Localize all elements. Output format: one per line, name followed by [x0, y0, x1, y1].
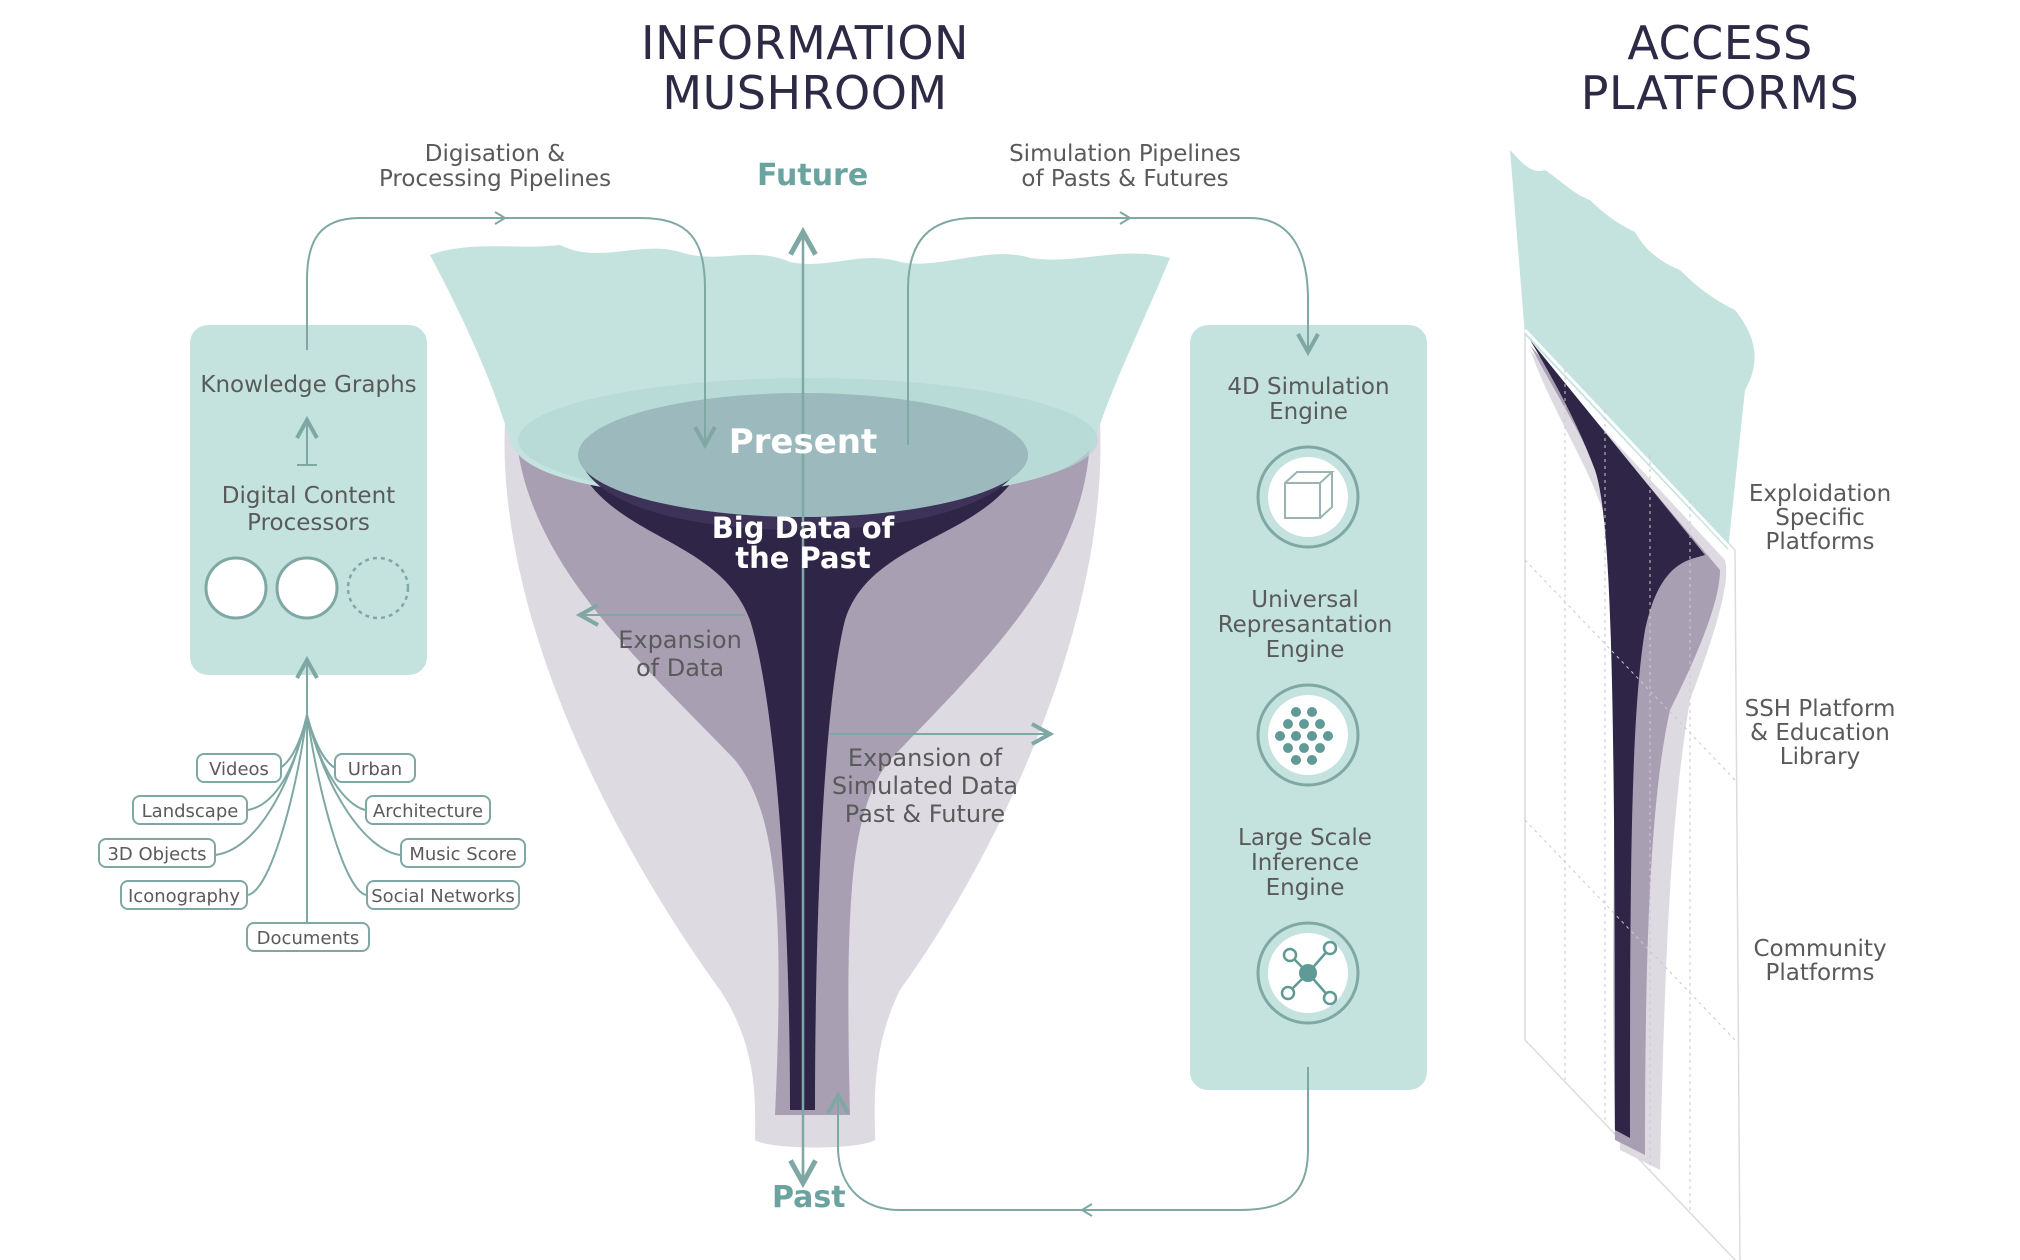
engine-4d-simulation-label: 4D Simulation Engine: [1190, 375, 1427, 425]
engine-inference-line2: Inference: [1250, 850, 1360, 876]
past-label: Past: [772, 1180, 846, 1215]
platform-community-line2: Platforms: [1765, 960, 1875, 986]
engine-universal-line2: Represantation: [1217, 612, 1393, 638]
source-tag-architecture: Architecture: [365, 795, 491, 825]
funnel-core: [580, 470, 1020, 1110]
platform-exploitation-line2: Specific: [1775, 505, 1865, 531]
digitisation-flow-arrow: [306, 217, 705, 445]
big-data-label: Big Data of the Past: [683, 513, 923, 573]
expansion-simulated-line3: Past & Future: [844, 800, 1006, 828]
engine-universal-line1: Universal: [1251, 587, 1359, 613]
source-tag-social-networks: Social Networks: [366, 880, 520, 910]
platform-community-line1: Community: [1753, 936, 1887, 962]
platform-ssh-line1: SSH Platform: [1744, 696, 1896, 722]
engine-universal-representation-label: Universal Represantation Engine: [1185, 588, 1425, 663]
processors-line1: Digital Content: [221, 483, 396, 509]
mushroom-title-line2: MUSHROOM: [662, 66, 948, 120]
processor-icon-2: [275, 556, 339, 620]
platform-community-label: Community Platforms: [1730, 937, 1910, 985]
present-label: Present: [728, 422, 878, 462]
engine-4d-line1: 4D Simulation: [1227, 374, 1390, 400]
platform-ssh-label: SSH Platform & Education Library: [1730, 697, 1910, 769]
source-tag-documents: Documents: [246, 922, 370, 952]
cube-icon: [1256, 445, 1360, 549]
expansion-simulated-line1: Expansion of: [847, 744, 1003, 772]
simulation-line2: of Pasts & Futures: [1021, 166, 1229, 192]
mushroom-title-line1: INFORMATION: [641, 16, 969, 70]
network-graph-icon: [1256, 921, 1360, 1025]
expansion-simulated-label: Expansion of Simulated Data Past & Futur…: [820, 744, 1030, 828]
digitisation-label: Digisation & Processing Pipelines: [365, 142, 625, 192]
simulation-label: Simulation Pipelines of Pasts & Futures: [995, 142, 1255, 192]
digitisation-line1: Digisation &: [424, 141, 566, 167]
source-tag-music-score: Music Score: [400, 838, 526, 868]
source-tag-videos: Videos: [196, 753, 282, 783]
big-data-line1: Big Data of: [711, 511, 895, 545]
engine-inference-label: Large Scale Inference Engine: [1185, 826, 1425, 901]
digitisation-line2: Processing Pipelines: [378, 166, 612, 192]
source-tag-iconography: Iconography: [120, 880, 248, 910]
platform-exploitation-line3: Platforms: [1765, 529, 1875, 555]
source-tag-3d-objects: 3D Objects: [98, 838, 216, 868]
engine-inference-line1: Large Scale: [1238, 825, 1372, 851]
big-data-line2: the Past: [735, 541, 871, 575]
expansion-simulated-line2: Simulated Data: [831, 772, 1019, 800]
mushroom-title: INFORMATION MUSHROOM: [595, 18, 1015, 118]
platform-exploitation-line1: Exploidation: [1748, 481, 1892, 507]
knowledge-graphs-label: Knowledge Graphs: [200, 372, 417, 398]
future-label: Future: [757, 158, 869, 193]
source-tag-landscape: Landscape: [132, 795, 248, 825]
platform-ssh-line3: Library: [1779, 744, 1861, 770]
platform-ssh-line2: & Education: [1750, 720, 1890, 746]
engine-inference-line3: Engine: [1265, 875, 1345, 901]
return-flow-arrow: [838, 1067, 1309, 1211]
processors-label: Digital Content Processors: [190, 483, 427, 537]
access-title-line2: PLATFORMS: [1580, 66, 1860, 120]
processors-line2: Processors: [247, 510, 370, 536]
expansion-data-label: Expansion of Data: [600, 626, 760, 682]
processor-icon-1: [204, 556, 268, 620]
source-tag-urban: Urban: [334, 753, 416, 783]
expansion-data-line1: Expansion: [618, 626, 742, 654]
processor-icon-3: [346, 556, 410, 620]
expansion-data-line2: of Data: [635, 654, 725, 682]
engine-4d-line2: Engine: [1269, 399, 1348, 425]
access-title: ACCESS PLATFORMS: [1520, 18, 1920, 118]
platform-exploitation-label: Exploidation Specific Platforms: [1730, 482, 1910, 554]
access-title-line1: ACCESS: [1627, 16, 1813, 70]
access-platforms-slice: [1510, 150, 1755, 1260]
simulation-flow-arrow: [907, 217, 1308, 445]
engine-universal-line3: Engine: [1265, 637, 1345, 663]
simulation-line1: Simulation Pipelines: [1009, 141, 1241, 167]
dot-grid-icon: [1256, 683, 1360, 787]
source-fan: [214, 660, 401, 940]
